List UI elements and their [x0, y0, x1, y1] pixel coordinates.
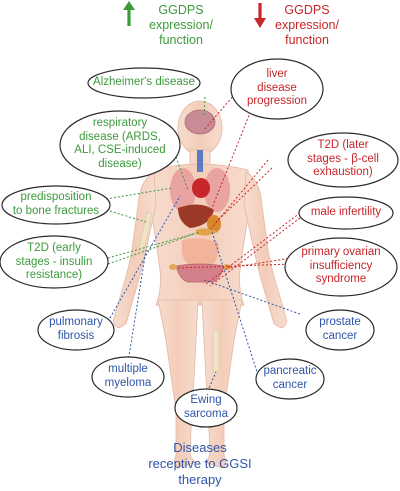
label-line: liver: [266, 68, 288, 80]
pancreatic-ellipse: [255, 358, 325, 400]
label-line: T2D (later: [317, 139, 369, 151]
ovary-icon: [223, 264, 231, 270]
label-line: GGDPS: [284, 3, 330, 17]
label-line: receptive to GGSI: [148, 456, 252, 471]
trachea-icon: [197, 150, 203, 172]
label-line: pulmonary: [49, 316, 103, 328]
label-line: multiple: [108, 363, 148, 375]
label-line: sarcoma: [183, 407, 229, 420]
label-line: progression: [246, 95, 308, 107]
label-line: stages - insulin: [15, 255, 93, 268]
label-line: Ewing: [190, 394, 222, 406]
fractures-ellipse: [1, 185, 111, 225]
label-line: fibrosis: [57, 329, 95, 342]
label-line: disease): [98, 157, 142, 170]
label-line: to bone fractures: [12, 204, 100, 217]
label-line: expression/: [275, 18, 339, 32]
label-line: ALI, CSE-induced: [74, 144, 166, 156]
ewing-ellipse: [174, 388, 238, 428]
intestine-icon: [182, 238, 219, 270]
label-line: male infertility: [310, 206, 382, 218]
label-line: syndrome: [315, 273, 367, 285]
left-lung-icon: [170, 168, 196, 212]
label-line: T2D (early: [27, 242, 81, 254]
myeloma-ellipse: [91, 356, 165, 398]
label-line: insufficiency: [309, 259, 373, 272]
label-line: exhaustion): [313, 166, 373, 178]
alzheimers-ellipse: [87, 67, 201, 99]
heart-icon: [192, 178, 210, 198]
liver-icon: [178, 204, 214, 228]
arrow-up-icon: [123, 1, 135, 26]
arm-bone-icon: [139, 212, 152, 251]
label-line: Diseases: [173, 440, 227, 455]
label-line: predisposition: [20, 191, 92, 203]
ovary-icon: [169, 264, 177, 270]
label-line: respiratory: [92, 117, 148, 129]
increased-ellipses: [0, 67, 201, 289]
label-line: cancer: [272, 378, 308, 391]
label-line: disease: [257, 81, 297, 94]
alzheimers-label: Alzheimer's disease: [88, 76, 200, 90]
label-line: GGDPS: [158, 3, 204, 17]
respiratory-ellipse: [59, 110, 181, 180]
label-line: expression/: [149, 18, 213, 32]
green-connectors: [105, 96, 206, 265]
label-line: primary ovarian: [301, 246, 381, 258]
liver-ellipse: [230, 58, 324, 120]
t2d-early-ellipse: [0, 235, 109, 289]
label-line: disease (ARDS,: [79, 130, 161, 143]
label-line: cancer: [322, 329, 358, 342]
brain-icon: [184, 109, 216, 135]
label-line: resistance): [25, 269, 83, 281]
pulmonary-ellipse: [37, 309, 115, 351]
label-line: function: [285, 33, 329, 47]
arrow-down-icon: [254, 3, 266, 28]
label-line: myeloma: [104, 376, 152, 389]
label-line: therapy: [178, 472, 222, 487]
ovarian-ellipse: [284, 237, 398, 297]
infertility-label: male infertility: [299, 206, 393, 220]
label-line: prostate: [319, 316, 361, 328]
label-line: stages - β-cell: [307, 152, 379, 165]
femur-bone-icon: [212, 329, 220, 373]
decreased-ellipses: [230, 58, 399, 297]
uterus-icon: [175, 263, 225, 283]
label-line: function: [159, 33, 203, 47]
therapy-ellipses: [37, 309, 375, 428]
label-line: pancreatic: [263, 365, 317, 377]
label-line: Alzheimer's disease: [93, 76, 195, 88]
prostate-ellipse: [305, 309, 375, 351]
infertility-ellipse: [298, 196, 394, 230]
t2d-late-ellipse: [287, 132, 399, 188]
